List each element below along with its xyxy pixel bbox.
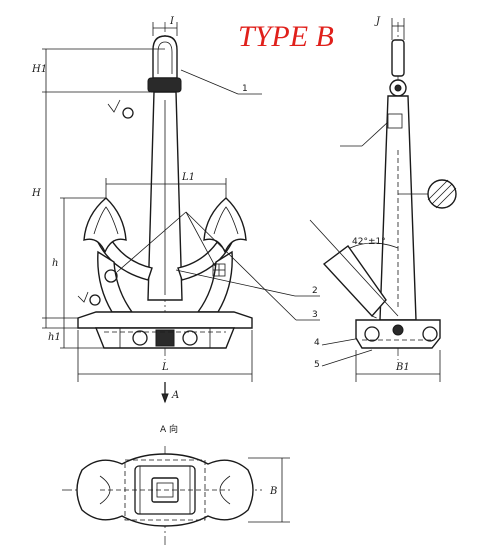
view-caption: A 向 <box>160 423 178 435</box>
dim-J: J <box>374 16 381 27</box>
dim-H: H <box>31 188 41 199</box>
callouts: 1 2 3 4 5 <box>116 69 373 370</box>
side-dimensions: J B1 <box>355 16 441 382</box>
dim-L1: L1 <box>181 172 195 183</box>
drawing-title: TYPE B <box>238 20 334 53</box>
side-shackle <box>391 39 405 77</box>
dim-h1: h1 <box>48 332 61 343</box>
bottom-view <box>62 446 262 545</box>
shackle-pin <box>147 77 182 93</box>
dim-h: h <box>52 258 58 269</box>
dim-B: B <box>269 486 277 497</box>
bottom-dimensions: B <box>248 457 290 523</box>
callout-5: 5 <box>314 360 320 370</box>
angle-label: 42°±1° <box>352 237 386 247</box>
callout-3: 3 <box>312 310 318 320</box>
dim-L: L <box>161 362 169 373</box>
dim-H1: H1 <box>31 64 47 75</box>
dim-I: I <box>169 16 175 27</box>
callout-1: 1 <box>242 84 248 94</box>
left-fluke <box>83 197 127 254</box>
front-dimensions: I H1 H h h1 L1 L A <box>31 16 253 404</box>
crown-plate <box>77 311 253 329</box>
right-fluke <box>203 197 247 254</box>
callout-4: 4 <box>314 338 320 348</box>
side-fluke <box>322 245 387 318</box>
dim-B1: B1 <box>395 362 410 373</box>
callout-2: 2 <box>312 286 318 296</box>
side-view: 42°±1° <box>309 22 457 360</box>
front-view <box>77 22 253 360</box>
section-arrow-label: A <box>171 390 179 401</box>
